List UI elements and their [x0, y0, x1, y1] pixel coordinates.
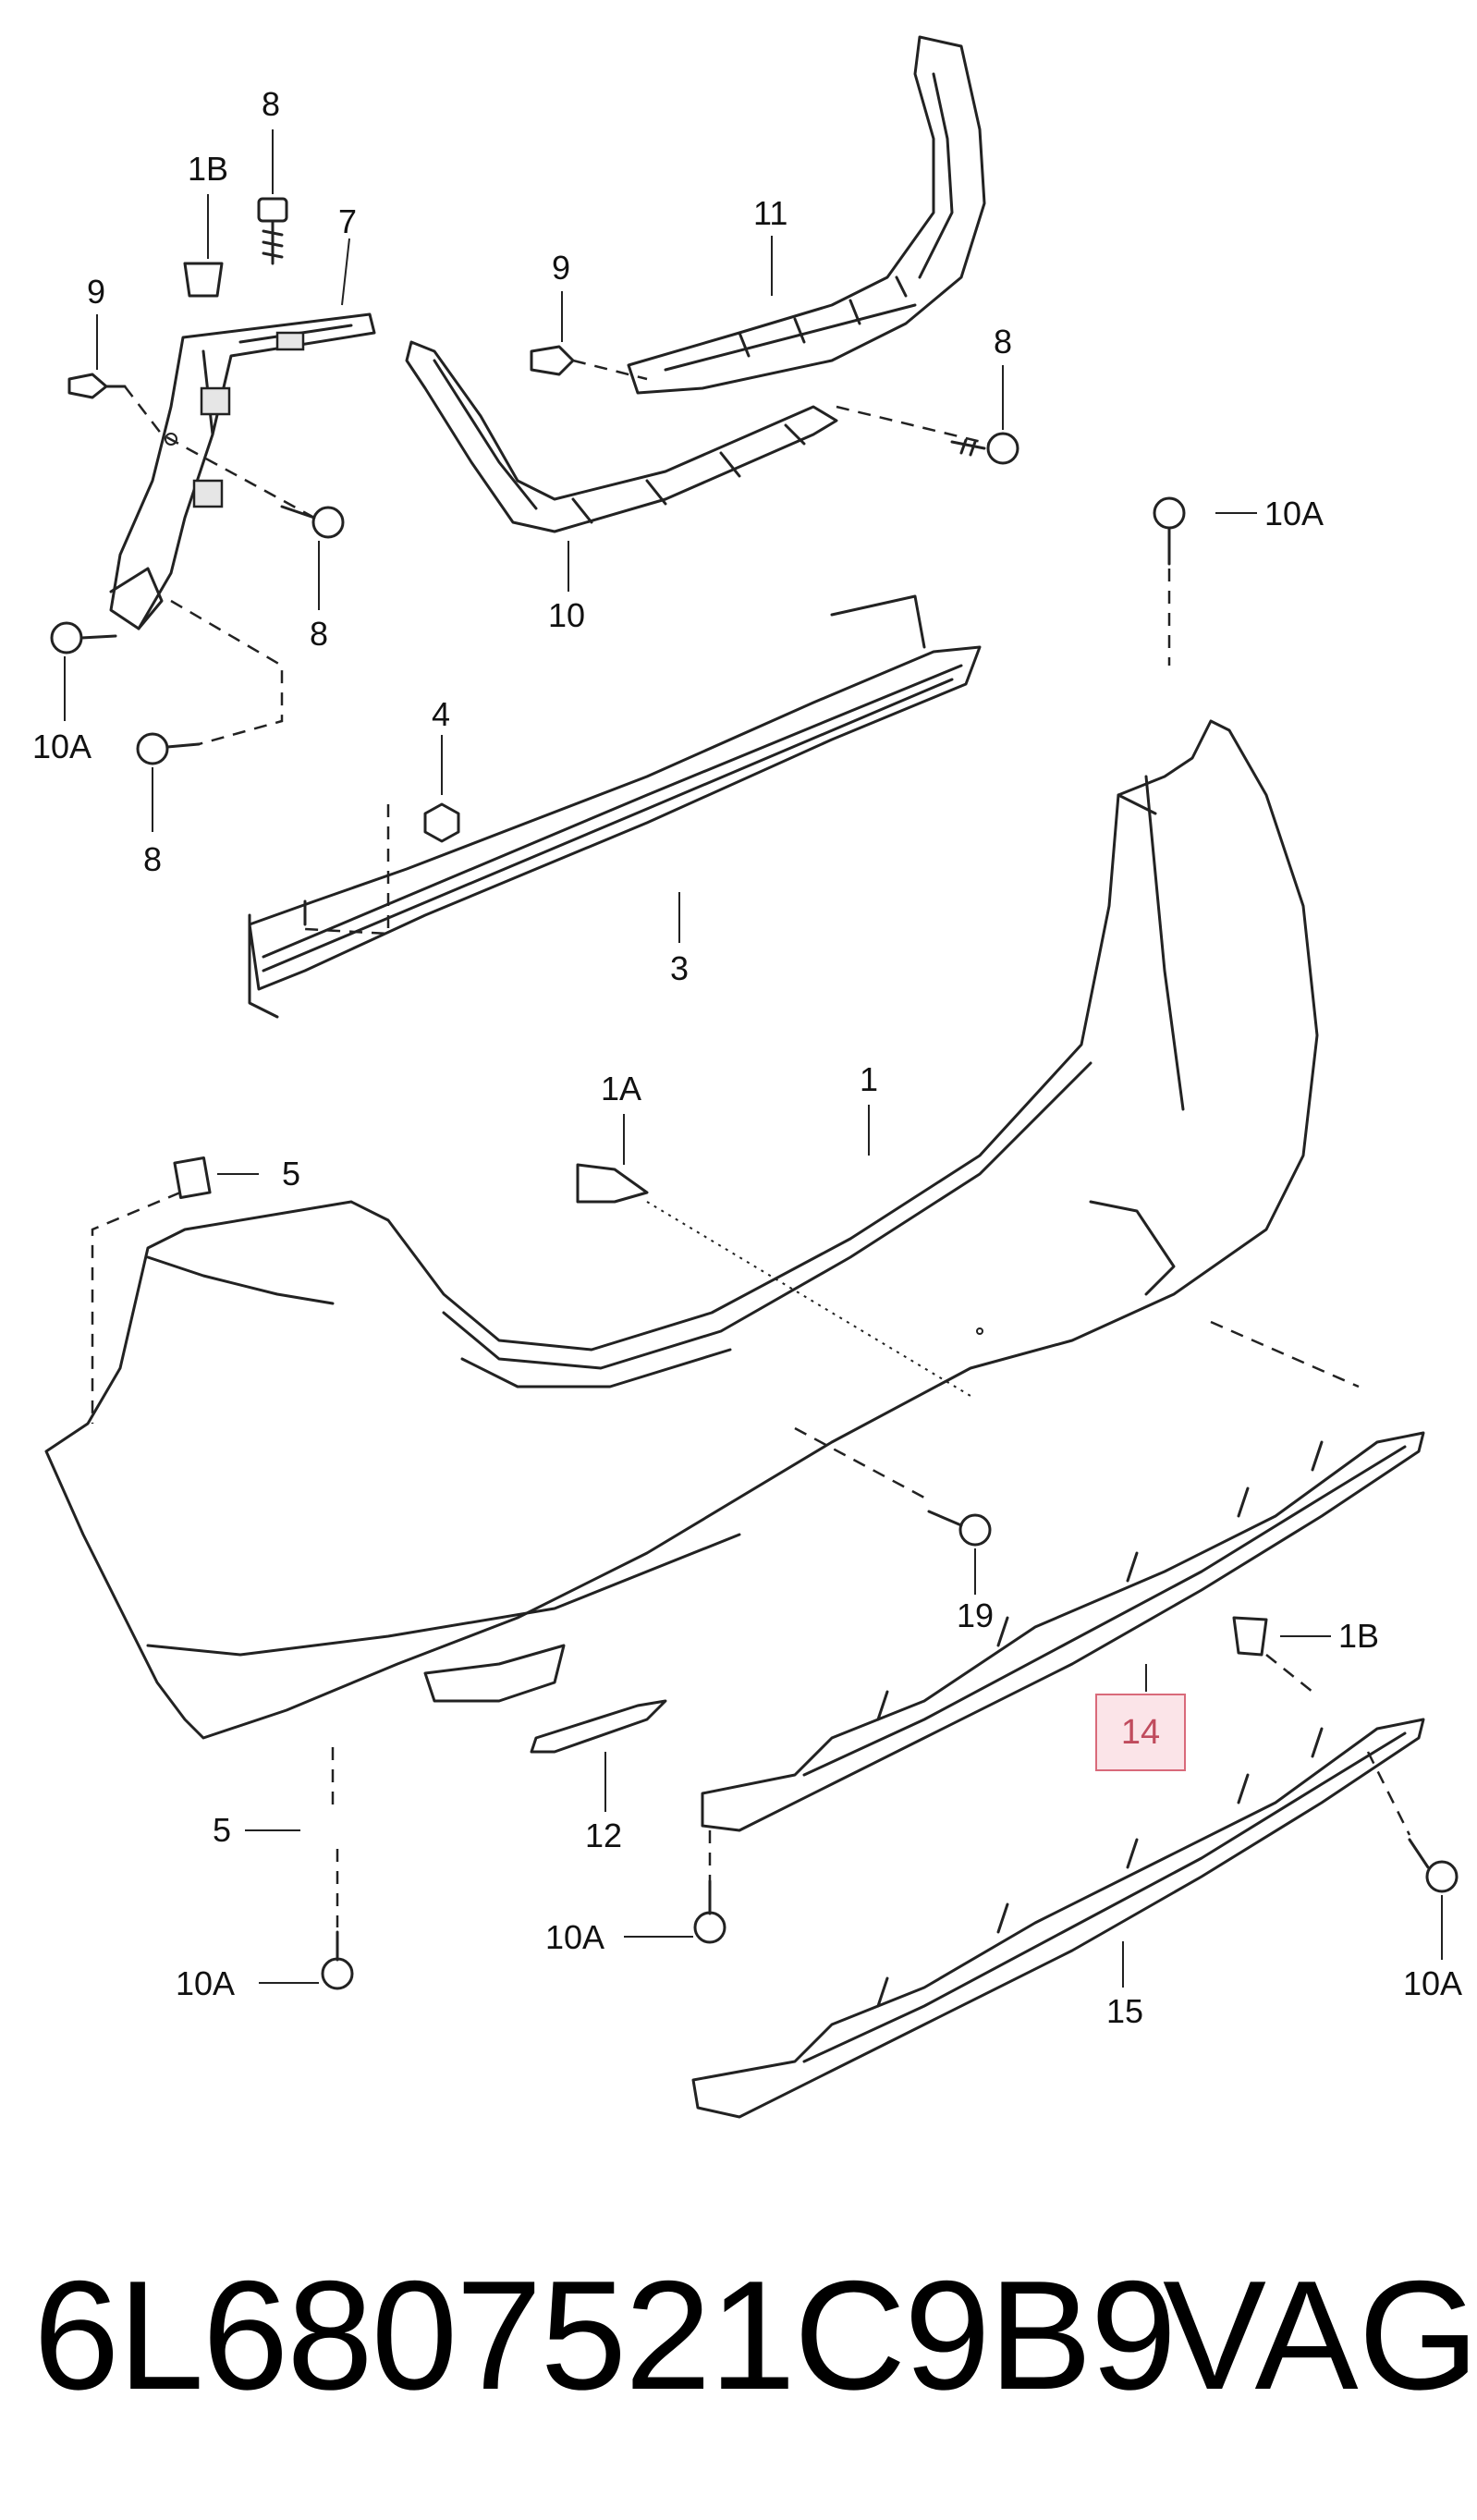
label-5-top: 5: [282, 1155, 301, 1193]
part-12-reflector: [530, 1699, 667, 1754]
part-15-lower-diffuser: [691, 1718, 1425, 2119]
part-number-text: 6L6807521C9B9: [33, 2248, 1177, 2422]
screw-8-lower-left: [136, 732, 201, 765]
part-3-impact-beam: [248, 594, 982, 1019]
label-4: 4: [432, 695, 451, 733]
clip-1b-top: [183, 262, 224, 298]
screw-8-top: [257, 197, 288, 265]
screw-8-mid-left: [280, 505, 345, 539]
label-10a-bottom-right: 10A: [1403, 1964, 1463, 2002]
label-9-mid: 9: [552, 249, 571, 287]
label-5-bottom: 5: [213, 1811, 232, 1849]
part-10-upper-bracket: [405, 340, 838, 533]
label-12: 12: [585, 1817, 623, 1854]
label-14-highlighted: 14: [1095, 1694, 1186, 1771]
pin-9-mid: [530, 345, 575, 376]
screw-10a-top-right: [1153, 496, 1186, 566]
screw-10a-top-left: [50, 621, 117, 654]
screw-8-right: [950, 432, 1019, 465]
label-8-mid-left: 8: [310, 615, 329, 653]
brand-text: VAG: [1163, 2248, 1477, 2422]
label-10a-top-left: 10A: [32, 728, 92, 765]
label-1b-bottom: 1B: [1338, 1617, 1380, 1655]
label-3: 3: [670, 949, 690, 987]
label-10a-top-right: 10A: [1264, 495, 1324, 532]
label-8-top: 8: [262, 85, 281, 123]
leader-lines: [64, 129, 1443, 1988]
clip-1b-bottom: [1232, 1616, 1268, 1657]
screw-10a-bottom-left: [321, 1930, 354, 1990]
part-4-nut: [423, 802, 460, 843]
label-10a-bottom-left: 10A: [176, 1964, 236, 2002]
label-7: 7: [338, 202, 358, 240]
label-10: 10: [548, 596, 586, 634]
pin-1a: [576, 1163, 649, 1204]
screw-10a-mid: [693, 1879, 726, 1944]
label-1a: 1A: [601, 1070, 642, 1107]
part-7-left-bracket: [109, 312, 376, 630]
label-8-right: 8: [994, 323, 1013, 361]
part-11-upper-bracket: [627, 35, 986, 395]
part-1-bumper-cover: [44, 719, 1319, 1740]
part-5-clip-top: [173, 1156, 212, 1199]
label-15: 15: [1106, 1992, 1144, 2030]
label-10a-mid: 10A: [545, 1918, 605, 1956]
screw-19: [927, 1510, 992, 1547]
screw-10a-bottom-right: [1408, 1838, 1459, 1893]
pin-9-left: [67, 373, 127, 399]
label-19: 19: [957, 1596, 995, 1634]
label-8-lower-left: 8: [143, 840, 163, 878]
assembly-lines: [91, 359, 1411, 1927]
label-9-left: 9: [87, 273, 106, 311]
label-1b-top: 1B: [188, 150, 229, 188]
part-14-diffuser: [701, 1431, 1425, 1832]
label-1: 1: [860, 1060, 879, 1098]
label-11: 11: [753, 194, 788, 232]
